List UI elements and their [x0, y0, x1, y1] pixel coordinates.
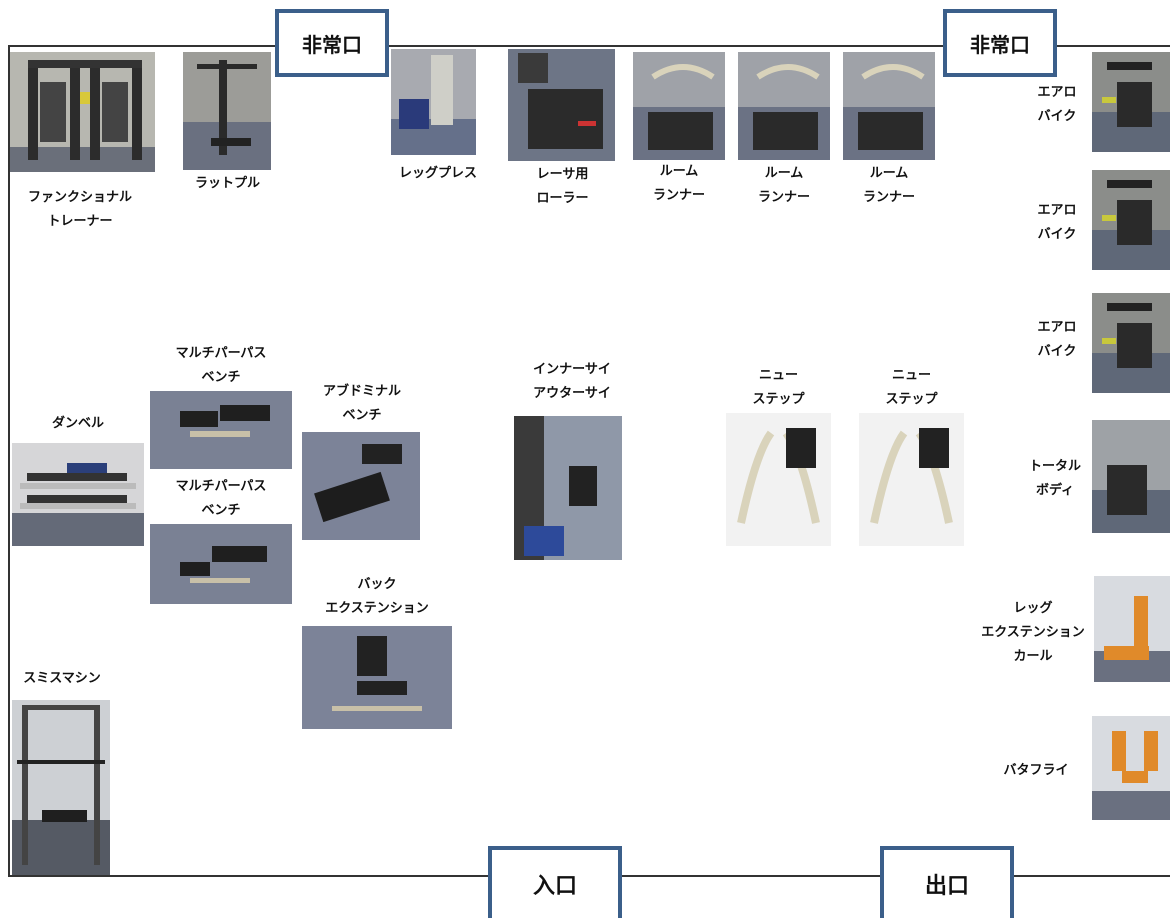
label-line: ニュー — [891, 368, 931, 383]
lat-pull-label: ラットプル — [194, 176, 260, 191]
new-step-1-photo — [726, 413, 831, 546]
label-line: カール — [1013, 649, 1053, 664]
label-line: アウターサイ — [533, 386, 611, 401]
door-label: 非常口 — [970, 32, 1030, 57]
label-line: エアロ — [1037, 320, 1077, 335]
label-line: エクステンション — [981, 625, 1085, 640]
label-line: ニュー — [758, 368, 798, 383]
label-line: ランナー — [652, 188, 705, 203]
butterfly-photo — [1092, 716, 1170, 820]
door-label: 非常口 — [302, 32, 362, 57]
functional-trainer-label: ファンクショナル トレーナー — [15, 186, 145, 234]
emergency-exit-left: 非常口 — [275, 9, 389, 77]
new-step-2-photo — [859, 413, 964, 546]
room-runner-3-photo — [843, 52, 935, 160]
label-line: バック — [357, 577, 397, 592]
exit-door: 出口 — [880, 846, 1014, 918]
new-step-1-label: ニュー ステップ — [726, 364, 831, 412]
abdominal-bench-label: アブドミナル ベンチ — [302, 380, 422, 428]
butterfly-label: バタフライ — [1003, 763, 1069, 778]
label-line: ステップ — [752, 392, 805, 407]
label-line: バイク — [1037, 227, 1077, 242]
back-extension-photo — [302, 626, 452, 729]
label-line: インナーサイ — [533, 362, 611, 377]
lat-pull-photo — [183, 52, 271, 170]
label-line: ルーム — [764, 166, 804, 181]
label-line: ランナー — [757, 190, 810, 205]
new-step-2-label: ニュー ステップ — [859, 364, 964, 412]
room-runner-2-label: ルーム ランナー — [738, 162, 830, 210]
label-line: バイク — [1037, 344, 1077, 359]
dumbbell-label: ダンベル — [51, 416, 104, 431]
label-line: マルチパーパス — [175, 479, 267, 494]
label-line: トータル — [1028, 459, 1081, 474]
laser-roller-label: レーサ用 ローラー — [510, 163, 615, 211]
leg-extension-curl-label: レッグ エクステンション カール — [972, 597, 1094, 669]
room-runner-1-label: ルーム ランナー — [633, 160, 725, 208]
inner-outer-thigh-photo — [514, 416, 622, 560]
label-line: ランナー — [862, 190, 915, 205]
multipurpose-bench-1-label: マルチパーパス ベンチ — [150, 342, 292, 390]
label-line: ボディ — [1035, 483, 1075, 498]
label-line: エアロ — [1037, 203, 1077, 218]
label-line: ベンチ — [342, 408, 382, 423]
door-label: 入口 — [532, 874, 577, 899]
label-line: レッグ — [1013, 601, 1053, 616]
multipurpose-bench-1-photo — [150, 391, 292, 469]
label-line: トレーナー — [47, 214, 113, 229]
aero-bike-3-photo — [1092, 293, 1170, 393]
smith-machine-photo — [12, 700, 110, 875]
label-line: マルチパーパス — [175, 346, 267, 361]
entrance-door: 入口 — [488, 846, 622, 918]
abdominal-bench-photo — [302, 432, 420, 540]
emergency-exit-right: 非常口 — [943, 9, 1057, 77]
room-runner-2-photo — [738, 52, 830, 160]
label-line: ルーム — [659, 164, 699, 179]
total-body-label: トータル ボディ — [1022, 455, 1088, 503]
aero-bike-1-photo — [1092, 52, 1170, 152]
room-runner-1-photo — [633, 52, 725, 160]
laser-roller-photo — [508, 49, 615, 161]
functional-trainer-photo — [10, 52, 155, 172]
label-line: レーサ用 — [536, 167, 589, 182]
label-line: ステップ — [885, 392, 938, 407]
aero-bike-2-label: エアロ バイク — [1024, 199, 1090, 247]
multipurpose-bench-2-label: マルチパーパス ベンチ — [150, 475, 292, 523]
leg-press-label: レッグプレス — [398, 166, 477, 181]
label-line: ベンチ — [201, 370, 241, 385]
label-line: ルーム — [869, 166, 909, 181]
door-label: 出口 — [924, 874, 969, 899]
label-line: バイク — [1037, 109, 1077, 124]
label-line: エクステンション — [325, 601, 429, 616]
label-line: ローラー — [536, 191, 589, 206]
label-line: アブドミナル — [322, 384, 401, 399]
leg-extension-curl-photo — [1094, 576, 1170, 682]
room-runner-3-label: ルーム ランナー — [843, 162, 935, 210]
aero-bike-2-photo — [1092, 170, 1170, 270]
dumbbell-photo — [12, 443, 144, 546]
total-body-photo — [1092, 420, 1170, 533]
inner-outer-thigh-label: インナーサイ アウターサイ — [512, 358, 632, 406]
leg-press-photo — [391, 49, 476, 155]
aero-bike-3-label: エアロ バイク — [1024, 316, 1090, 364]
back-extension-label: バック エクステンション — [302, 573, 452, 621]
label-line: エアロ — [1037, 85, 1077, 100]
multipurpose-bench-2-photo — [150, 524, 292, 604]
smith-machine-label: スミスマシン — [23, 671, 101, 686]
aero-bike-1-label: エアロ バイク — [1024, 81, 1090, 129]
label-line: ベンチ — [201, 503, 241, 518]
label-line: ファンクショナル — [27, 190, 132, 205]
